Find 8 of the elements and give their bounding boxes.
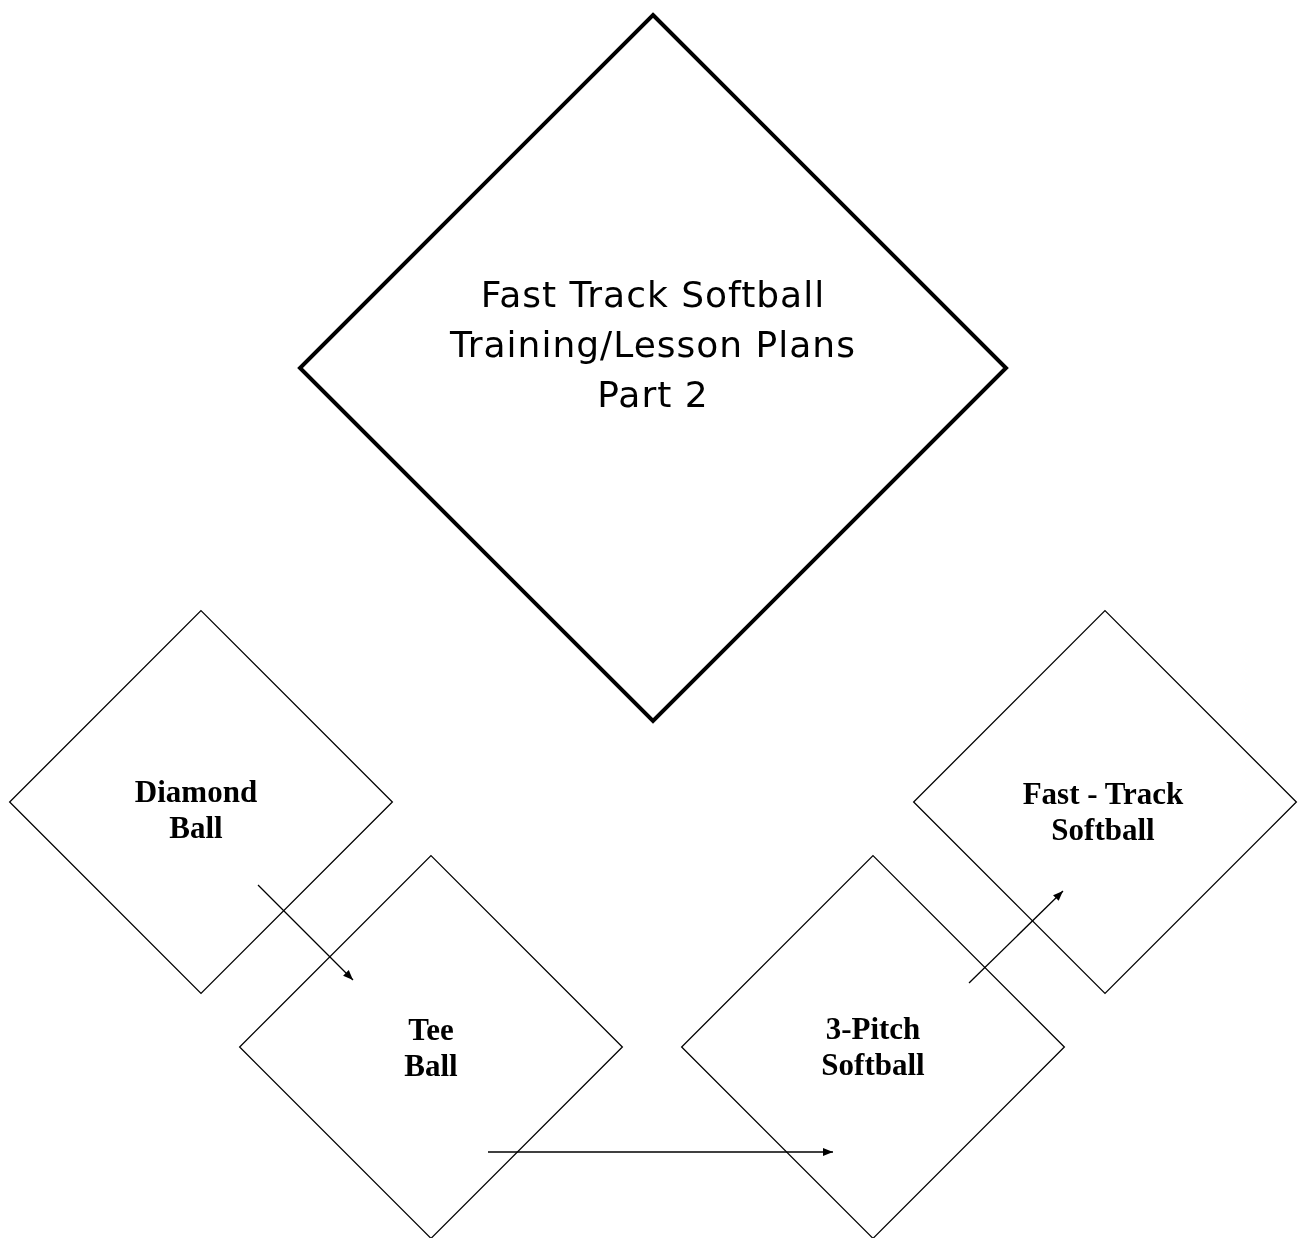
- diamond-label: Tee Ball: [403, 1012, 459, 1084]
- arrow: [487, 1148, 834, 1156]
- arrow: [968, 890, 1064, 984]
- diamond-label: 3-Pitch Softball: [820, 1011, 926, 1083]
- arrow: [257, 884, 354, 981]
- diamond-label: Fast - Track Softball: [1021, 776, 1185, 848]
- diamond-label: Diamond Ball: [133, 774, 259, 846]
- diamond-label: Fast Track Softball Training/Lesson Plans Part 2: [449, 273, 857, 417]
